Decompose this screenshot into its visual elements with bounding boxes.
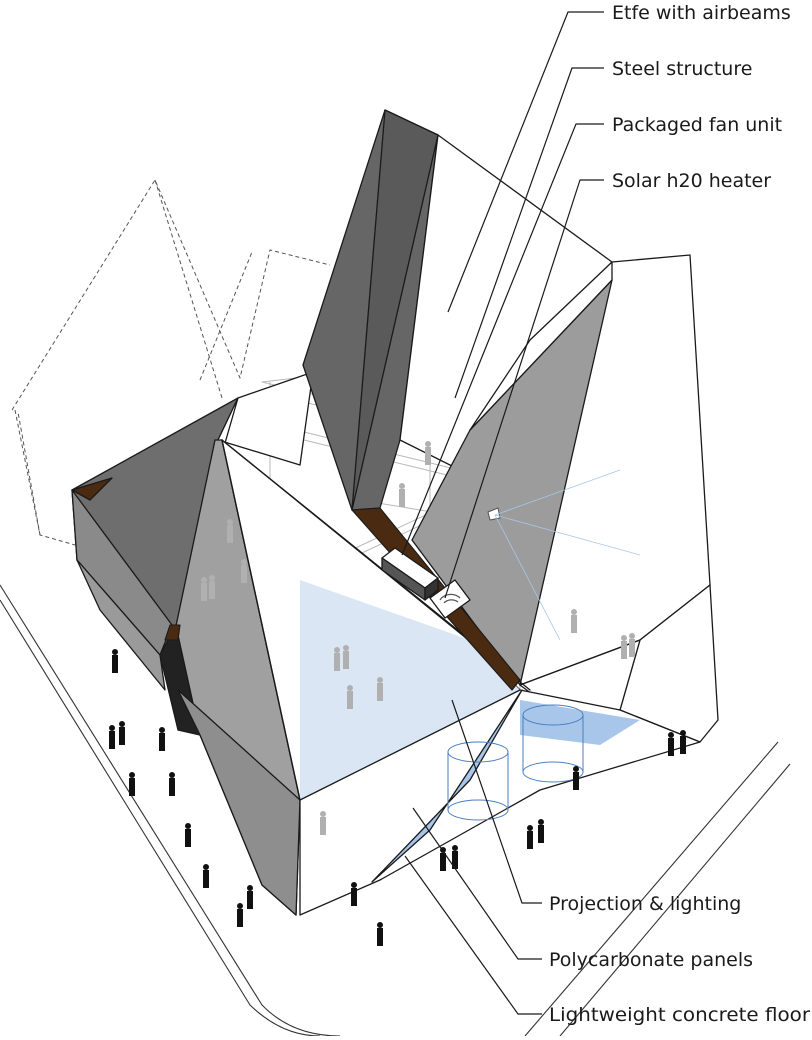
label-steel: Steel structure	[612, 58, 752, 80]
people-figures-ghost	[201, 441, 635, 835]
leader-solar	[444, 179, 604, 599]
leader-floor	[404, 855, 542, 1015]
leader-fan	[401, 123, 604, 556]
leader-polycarbonate	[412, 807, 542, 960]
solar-heater	[429, 579, 471, 619]
fan-unit	[381, 547, 439, 601]
label-projection: Projection & lighting	[549, 893, 741, 915]
label-etfe: Etfe with airbeams	[612, 2, 791, 24]
projection-light	[487, 469, 641, 641]
glass-cylinders	[447, 704, 584, 821]
leader-projection	[451, 699, 542, 904]
right-block	[411, 254, 719, 743]
leader-lines	[401, 11, 604, 1015]
people-figures	[109, 649, 686, 946]
front-right-facade	[299, 689, 701, 916]
leader-etfe	[447, 11, 604, 313]
leader-steel	[454, 67, 604, 399]
label-floor: Lightweight concrete floor	[549, 1004, 810, 1026]
label-solar: Solar h20 heater	[612, 170, 771, 192]
label-polycarbonate: Polycarbonate panels	[549, 949, 753, 971]
label-fan: Packaged fan unit	[612, 114, 782, 136]
